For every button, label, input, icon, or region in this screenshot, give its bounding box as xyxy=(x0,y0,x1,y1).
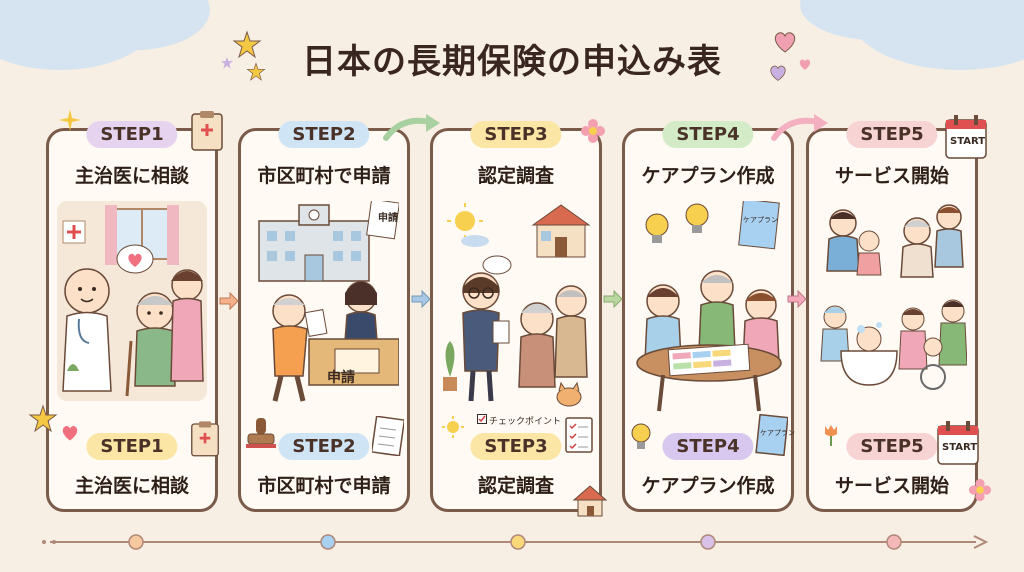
step5-badge: STEP5 xyxy=(846,121,938,148)
start-calendar-label: START xyxy=(950,136,986,147)
step1-badge: STEP1 xyxy=(86,121,178,148)
flower-icon xyxy=(968,478,992,502)
page-title: 日本の長期保険の申込み表 xyxy=(302,42,722,82)
heart-icon xyxy=(774,32,796,53)
city-office-illustration xyxy=(258,201,399,402)
shinsei-desk-sign: 申請 xyxy=(327,370,355,386)
step3-title-bottom: 認定調査 xyxy=(477,475,554,497)
arrow-icon xyxy=(603,289,623,309)
step3-card: STEP3 認定調査 チェックポイント STEP3 認定 xyxy=(430,121,602,512)
step5-title: サービス開始 xyxy=(834,165,949,187)
careplan-book-label: ケアプラン xyxy=(743,216,778,224)
careplan-book-label-2: ケアプラン xyxy=(760,429,795,437)
curved-arrow-icon xyxy=(383,114,440,141)
star-icon xyxy=(28,404,58,433)
lightbulb-icon xyxy=(631,423,651,449)
step1-title-bottom: 主治医に相談 xyxy=(74,475,189,497)
checklist-icon xyxy=(565,417,593,453)
step3-badge: STEP3 xyxy=(470,121,562,148)
checkpoint-label: チェックポイント xyxy=(489,417,562,427)
sun-icon xyxy=(442,416,464,438)
timeline-dot xyxy=(128,534,144,550)
home-visit-illustration xyxy=(443,203,591,407)
step4-card: STEP4 ケアプラン作成 ケアプラン STEP4 ケアプラン作成 xyxy=(622,121,794,512)
step5-badge-bottom: STEP5 xyxy=(846,433,938,460)
timeline-dot xyxy=(886,534,902,550)
star-icon xyxy=(220,56,234,69)
clipboard-icon xyxy=(191,111,223,151)
doctor-consultation-illustration xyxy=(57,201,207,401)
flower-icon xyxy=(581,119,605,143)
step5-title-bottom: サービス開始 xyxy=(834,475,949,497)
timeline-dot xyxy=(700,534,716,550)
calendar-icon xyxy=(937,421,979,465)
clipboard-icon xyxy=(191,421,219,457)
arrow-icon xyxy=(787,289,807,309)
heart-icon xyxy=(770,65,786,81)
step2-title-bottom: 市区町村で申請 xyxy=(257,475,391,497)
step1-title: 主治医に相談 xyxy=(74,165,189,187)
step2-badge-bottom: STEP2 xyxy=(278,433,370,460)
step2-title: 市区町村で申請 xyxy=(257,165,391,187)
calendar-icon xyxy=(945,115,987,159)
heart-icon xyxy=(62,426,78,441)
document-icon xyxy=(372,416,404,456)
step4-title: ケアプラン作成 xyxy=(641,165,775,187)
star-icon xyxy=(246,62,266,81)
arrow-icon xyxy=(411,289,431,309)
curved-arrow-icon xyxy=(771,114,828,141)
arrow-icon xyxy=(219,291,239,311)
checkbox-icon xyxy=(477,414,487,424)
step4-badge: STEP4 xyxy=(662,121,754,148)
house-icon xyxy=(572,485,608,517)
step1-card: STEP1 主治医に相談 STEP1 主治医に相談 xyxy=(46,121,218,512)
care-plan-meeting-illustration xyxy=(636,201,782,412)
stamp-icon xyxy=(246,418,276,448)
sparkle-icon xyxy=(59,109,81,131)
book-icon xyxy=(755,414,788,456)
timeline-dot xyxy=(320,534,336,550)
tulip-icon xyxy=(825,425,837,446)
progress-timeline xyxy=(42,534,989,550)
timeline-dot xyxy=(510,534,526,550)
step2-badge: STEP2 xyxy=(278,121,370,148)
step1-badge-bottom: STEP1 xyxy=(86,433,178,460)
step3-badge-bottom: STEP3 xyxy=(470,433,562,460)
step4-title-bottom: ケアプラン作成 xyxy=(641,475,775,497)
care-services-illustration xyxy=(820,204,967,390)
step4-badge-bottom: STEP4 xyxy=(662,433,754,460)
start-calendar-label-2: START xyxy=(942,442,978,453)
shinsei-document-label: 申請 xyxy=(378,213,398,224)
step3-title: 認定調査 xyxy=(477,165,554,187)
star-icon xyxy=(232,30,262,59)
heart-icon xyxy=(799,59,811,70)
